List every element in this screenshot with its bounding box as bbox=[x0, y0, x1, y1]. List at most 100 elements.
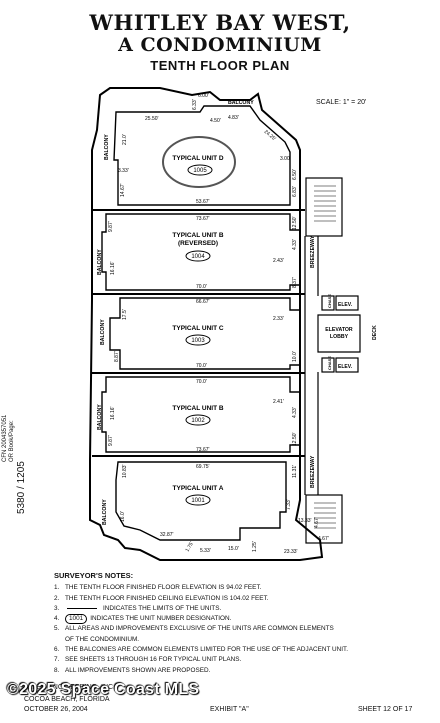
balcony-top-label: BALCONY bbox=[228, 100, 254, 106]
elevator-lobby-label-1: ELEVATOR bbox=[325, 327, 353, 333]
unit-b-reversed-label: TYPICAL UNIT B bbox=[172, 232, 223, 239]
unit-number-1001: 1001 bbox=[191, 498, 205, 504]
dim-label: 2.43' bbox=[273, 258, 284, 264]
dim-label: 9.87' bbox=[108, 221, 114, 232]
dim-label: 2.33' bbox=[273, 316, 284, 322]
elevator-top bbox=[335, 295, 359, 311]
company-name: ALLEN ENGINEERING, INC. bbox=[24, 684, 116, 691]
chase-top bbox=[321, 295, 335, 311]
note-5: 5.ALL AREAS AND IMPROVEMENTS EXCLUSIVE O… bbox=[54, 625, 334, 633]
dim-label: 14.67' bbox=[120, 183, 126, 197]
unit-1001-walls bbox=[115, 461, 287, 541]
deck-label: DECK bbox=[372, 325, 378, 340]
dim-label: 70.0' bbox=[196, 284, 207, 290]
floor-plan: TYPICAL UNIT D TYPICAL UNIT B (REVERSED)… bbox=[89, 87, 378, 561]
dim-label: 16.0' bbox=[120, 511, 126, 522]
dim-label: 73.67' bbox=[196, 216, 210, 222]
note-8: 8.ALL IMPROVEMENTS SHOWN ARE PROPOSED. bbox=[54, 666, 211, 674]
balcony-b1-label: BALCONY bbox=[97, 249, 103, 275]
note-6: 6.THE BALCONIES ARE COMMON ELEMENTS LIMI… bbox=[54, 646, 349, 654]
dim-label: 1.75' bbox=[185, 541, 196, 553]
unit-1003-walls bbox=[109, 297, 301, 370]
dim-label: 53.67' bbox=[196, 199, 210, 205]
or-book-stamp: OR Book/Page: bbox=[9, 420, 15, 462]
dim-label: 5.33' bbox=[200, 548, 211, 554]
chase-bottom bbox=[321, 357, 335, 373]
notes-heading: SURVEYOR'S NOTES: bbox=[54, 571, 134, 580]
cfn-stamp: CFN 2004357051 bbox=[2, 414, 8, 462]
dim-label: 16.16' bbox=[110, 406, 116, 420]
subtitle: TENTH FLOOR PLAN bbox=[150, 58, 290, 73]
dim-label: 23.33' bbox=[284, 549, 298, 555]
unit-number-1003: 1003 bbox=[191, 338, 205, 344]
dim-label: 10.83' bbox=[122, 464, 128, 478]
company-city: COCOA BEACH, FLORIDA bbox=[24, 696, 110, 703]
dim-label: 3.33' bbox=[118, 168, 129, 174]
dim-label: 4.50' bbox=[210, 118, 221, 124]
dim-label: 6.33' bbox=[192, 99, 198, 110]
scale-label: SCALE: 1" = 20' bbox=[316, 99, 367, 106]
dim-label: 12.50' bbox=[292, 432, 298, 446]
dim-label: 4.67' bbox=[318, 536, 329, 542]
note-7: 7.SEE SHEETS 13 THROUGH 16 FOR TYPICAL U… bbox=[54, 656, 242, 664]
mls-watermark: ©2025 Space Coast MLS bbox=[7, 681, 200, 698]
unit-limit-line-icon bbox=[67, 607, 97, 609]
title-line-2: A CONDOMINIUM bbox=[118, 34, 322, 56]
unit-number-symbol: 1001 bbox=[65, 614, 88, 625]
breezeway-top-label: BREEZEWAY bbox=[310, 235, 316, 268]
elev-bottom-label: ELEV. bbox=[338, 364, 353, 370]
dim-label: 6.00' bbox=[198, 93, 209, 99]
unit-number-1004: 1004 bbox=[191, 254, 205, 260]
unit-a-label: TYPICAL UNIT A bbox=[173, 485, 224, 492]
dim-label: 21.0' bbox=[122, 134, 128, 145]
dim-label: 16.16' bbox=[110, 261, 116, 275]
chase-top-label: CHASE bbox=[327, 294, 332, 308]
unit-1005-walls bbox=[113, 105, 291, 206]
unit-b-label: TYPICAL UNIT B bbox=[172, 405, 223, 412]
unit-b-reversed-sub: (REVERSED) bbox=[178, 240, 218, 247]
stair-bottom bbox=[305, 494, 343, 544]
exhibit-label: EXHIBIT "A" bbox=[210, 706, 249, 713]
dim-label: 17.5' bbox=[122, 309, 128, 320]
balcony-a-label: BALCONY bbox=[102, 499, 108, 525]
dim-label: 8.87' bbox=[114, 351, 120, 362]
dim-label: 73.67' bbox=[196, 447, 210, 453]
elevator-bottom bbox=[335, 357, 359, 373]
dim-label: 13.33' bbox=[298, 518, 312, 524]
balcony-outline bbox=[89, 87, 324, 561]
dim-label: 4.33' bbox=[292, 239, 298, 250]
dim-label: 69.75' bbox=[196, 464, 210, 470]
dim-label: 66.67' bbox=[196, 299, 210, 305]
title-line-1: WHITLEY BAY WEST, bbox=[89, 10, 351, 35]
elevator-lobby bbox=[317, 314, 361, 353]
stair-top bbox=[305, 177, 343, 237]
dim-label: 10.0' bbox=[292, 351, 298, 362]
surveyors-notes: SURVEYOR'S NOTES: 1.THE TENTH FLOOR FINI… bbox=[54, 571, 429, 676]
sheet-number: SHEET 12 OF 17 bbox=[358, 706, 413, 713]
note-3: 3.INDICATES THE LIMITS OF THE UNITS. bbox=[54, 604, 222, 612]
dim-label: 15.0' bbox=[228, 546, 239, 552]
dim-label: 25.50' bbox=[145, 116, 159, 122]
dim-label: 11.31' bbox=[292, 465, 298, 478]
dim-label: 7.33' bbox=[286, 499, 292, 510]
book-page-stamp: 5380 / 1205 bbox=[16, 461, 27, 514]
balcony-d-label: BALCONY bbox=[104, 134, 110, 160]
dim-label: 32.87' bbox=[160, 532, 174, 538]
dim-label: 4.67' bbox=[314, 517, 320, 528]
dim-label: 8.37' bbox=[292, 277, 298, 288]
balcony-b2-label: BALCONY bbox=[97, 404, 103, 430]
unit-number-1002: 1002 bbox=[191, 418, 205, 424]
dim-label: 2.41' bbox=[273, 399, 284, 405]
note-1: 1.THE TENTH FLOOR FINISHED FLOOR ELEVATI… bbox=[54, 584, 262, 592]
breezeway-bottom-label: BREEZEWAY bbox=[310, 455, 316, 488]
dim-label: 4.83' bbox=[228, 115, 239, 121]
dim-label: 4.33' bbox=[292, 407, 298, 418]
dim-label: 70.0' bbox=[196, 379, 207, 385]
unit-c-label: TYPICAL UNIT C bbox=[172, 325, 223, 332]
note-5-cont: OF THE CONDOMINIUM. bbox=[65, 635, 140, 643]
unit-1004-walls bbox=[101, 213, 301, 291]
dim-label: 3.00' bbox=[280, 156, 291, 162]
elev-top-label: ELEV. bbox=[338, 302, 353, 308]
dim-label: 6.50' bbox=[292, 169, 298, 180]
